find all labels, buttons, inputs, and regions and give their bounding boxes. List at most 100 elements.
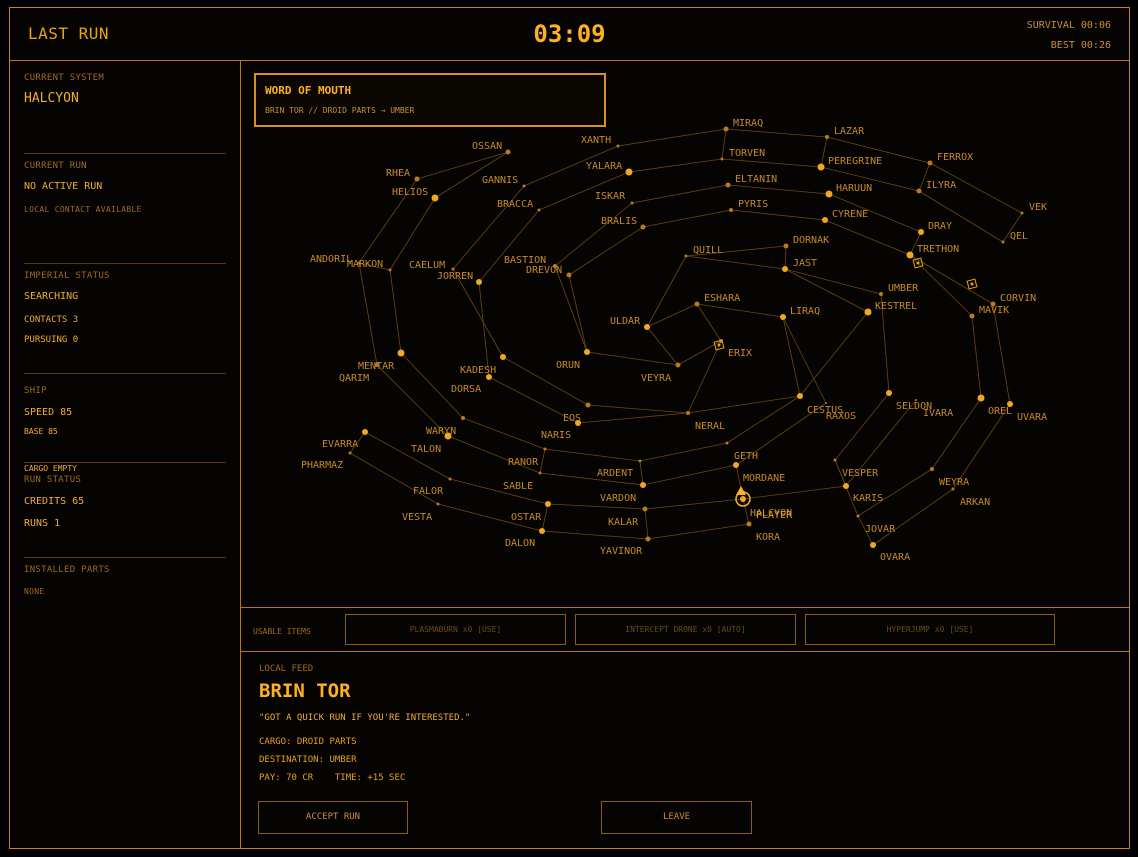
contact-marker[interactable] (966, 278, 978, 290)
system-node-eshara[interactable] (694, 301, 700, 307)
system-node-orel[interactable] (977, 394, 985, 402)
system-node-jorren[interactable] (476, 279, 482, 285)
system-node-umber[interactable] (879, 292, 883, 296)
system-node-evarra[interactable] (362, 429, 368, 435)
system-node-cestus[interactable] (797, 393, 803, 399)
system-node-liraq[interactable] (780, 314, 786, 320)
system-node-ostar[interactable] (545, 501, 551, 507)
system-node-halcyon[interactable] (740, 496, 746, 502)
system-node-corvin[interactable] (990, 301, 996, 307)
intercept-drone-slot[interactable]: INTERCEPT DRONE x0 [AUTO] (575, 614, 796, 645)
system-node-eos[interactable] (585, 402, 591, 408)
system-node-dray[interactable] (918, 229, 924, 235)
system-node-vesta[interactable] (436, 502, 440, 506)
system-node-rhea[interactable] (414, 176, 420, 182)
star-map-svg[interactable]: OSSANRHEAHELIOSGANNISBRACCAXANTHYALARAIS… (241, 61, 1129, 607)
system-node-markon[interactable] (388, 268, 392, 272)
system-node-vesper[interactable] (833, 458, 837, 462)
system-node-ivara[interactable] (915, 399, 917, 401)
system-node-jast[interactable] (782, 266, 788, 272)
accept-run-button[interactable]: ACCEPT RUN (258, 801, 408, 834)
system-node-qarim[interactable] (375, 363, 379, 367)
system-node-seldon[interactable] (886, 390, 892, 396)
system-node-weyra[interactable] (930, 467, 934, 471)
system-node-miraq[interactable] (723, 126, 729, 132)
leave-button[interactable]: LEAVE (601, 801, 752, 834)
system-node-dornak[interactable] (783, 243, 789, 249)
system-label: MAVIK (979, 305, 1009, 316)
system-label: VARDON (600, 493, 636, 504)
system-node-ovara[interactable] (870, 542, 876, 548)
system-node-pharmaz[interactable] (348, 451, 352, 455)
hyperlane (541, 530, 649, 540)
system-node-bralis[interactable] (640, 224, 646, 230)
system-node-andoril[interactable] (357, 261, 361, 265)
system-node-bastion[interactable] (553, 264, 557, 268)
system-node-helios[interactable] (431, 194, 439, 202)
hyperjump-slot[interactable]: HYPERJUMP x0 [USE] (805, 614, 1055, 645)
system-node-neral[interactable] (686, 411, 690, 415)
system-node-veyra[interactable] (675, 362, 681, 368)
system-node-trethon[interactable] (906, 251, 914, 259)
word-of-mouth-title: WORD OF MOUTH (265, 84, 352, 97)
system-node-talon[interactable] (444, 432, 452, 440)
system-node-uldar[interactable] (644, 324, 650, 330)
system-node-peregrine[interactable] (817, 163, 825, 171)
system-node-yalara[interactable] (625, 168, 633, 176)
system-node-yavinor[interactable] (645, 536, 651, 542)
system-node-ranor[interactable] (543, 447, 547, 451)
system-node-iskar[interactable] (630, 201, 634, 205)
system-node-qel[interactable] (1001, 240, 1005, 244)
contact-marker[interactable] (713, 339, 725, 351)
system-node-gannis[interactable] (522, 184, 526, 188)
system-node-haruun[interactable] (825, 190, 833, 198)
system-label: GETH (734, 451, 758, 462)
system-node-dorsa[interactable] (486, 374, 492, 380)
system-node-pyris[interactable] (729, 208, 733, 212)
system-label: DREVON (526, 265, 562, 276)
contact-marker[interactable] (912, 257, 924, 269)
system-node-mentar[interactable] (397, 349, 405, 357)
system-node-raxos[interactable] (825, 402, 827, 404)
system-node-vek[interactable] (1020, 211, 1024, 215)
system-node-xanth[interactable] (616, 144, 620, 148)
system-node-kestrel[interactable] (864, 308, 872, 316)
system-node-vardon[interactable] (640, 482, 646, 488)
system-label: WEYRA (939, 477, 969, 488)
system-node-karis[interactable] (843, 483, 849, 489)
system-node-caelum[interactable] (451, 267, 455, 271)
system-node-ferrox[interactable] (927, 160, 933, 166)
plasmaburn-slot[interactable]: PLASMABURN x0 [USE] (345, 614, 566, 645)
system-node-ardent[interactable] (638, 459, 642, 463)
system-node-bracca[interactable] (537, 208, 541, 212)
system-node-jovar[interactable] (856, 514, 860, 518)
system-node-kora[interactable] (746, 521, 752, 527)
system-node-sable[interactable] (538, 471, 542, 475)
system-node-drevon[interactable] (566, 272, 572, 278)
system-node-mavik[interactable] (969, 313, 975, 319)
system-node-naris[interactable] (575, 420, 581, 426)
usable-items-bar: USABLE ITEMS PLASMABURN x0 [USE] INTERCE… (241, 607, 1129, 652)
system-node-arkan[interactable] (951, 487, 955, 491)
system-label: DORSA (451, 384, 481, 395)
system-node-ilyra[interactable] (916, 188, 922, 194)
system-node-ossan[interactable] (505, 149, 511, 155)
system-node-quill[interactable] (684, 254, 688, 258)
system-node-torven[interactable] (720, 157, 724, 161)
system-node-lazar[interactable] (825, 135, 829, 139)
system-node-eltanin[interactable] (725, 182, 731, 188)
system-node-cyrene[interactable] (822, 217, 828, 223)
system-node-kadesh[interactable] (500, 354, 506, 360)
system-node-waryn[interactable] (461, 416, 465, 420)
system-node-falor[interactable] (448, 477, 452, 481)
system-node-dalon[interactable] (539, 528, 545, 534)
hyperlane (727, 184, 830, 195)
system-label: MIRAQ (733, 118, 763, 129)
system-node-geth[interactable] (725, 441, 729, 445)
system-node-kalar[interactable] (642, 506, 648, 512)
system-node-orun[interactable] (584, 349, 590, 355)
system-label: VEYRA (641, 373, 671, 384)
system-node-mordane[interactable] (733, 462, 739, 468)
system-node-uvara[interactable] (1007, 401, 1013, 407)
